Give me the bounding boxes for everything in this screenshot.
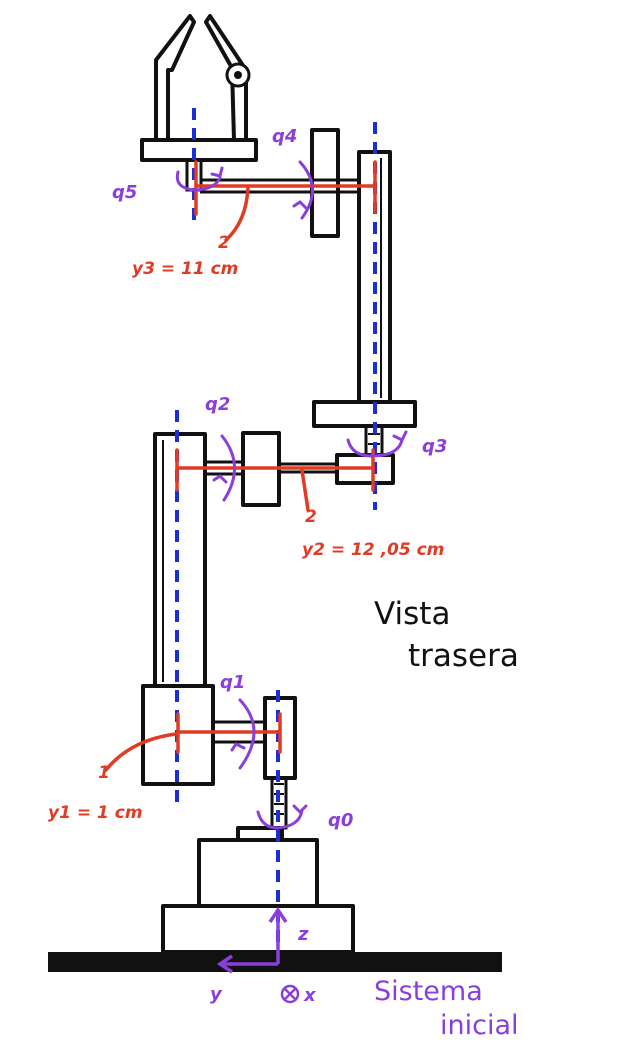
label-q2: q2 <box>205 394 230 415</box>
label-q1: q1 <box>220 672 245 693</box>
frame-x-into-page-icon <box>280 984 300 1004</box>
label-q5: q5 <box>112 182 137 203</box>
ground-bar <box>48 952 502 972</box>
frame-x-label: x <box>303 985 317 1006</box>
frame-z-arrowhead <box>268 906 288 923</box>
q1-rotation-arrow <box>230 698 256 770</box>
base-upper-block <box>197 838 319 908</box>
frame-y-label: y <box>210 984 223 1005</box>
q4-disc <box>310 128 340 238</box>
frame-z-label: z <box>297 924 309 945</box>
q3-rotation-arrow <box>346 430 408 458</box>
view-title-line2: trasera <box>408 638 519 674</box>
base-cap <box>236 826 284 842</box>
base-lower-block <box>161 904 355 954</box>
gripper-base-plate <box>140 138 258 162</box>
q3-offset-leader <box>224 186 250 242</box>
q1-offset-leader <box>104 732 178 772</box>
label-y2: y2 = 12 ,05 cm <box>302 540 444 560</box>
frame-title-line2: inicial <box>440 1010 519 1041</box>
q4-rotation-arrow <box>292 160 314 220</box>
q5-rotation-arrow <box>175 166 224 192</box>
q0-rotation-arrow <box>256 804 308 830</box>
q2-offset-leader <box>300 468 310 512</box>
label-d2: 2 <box>305 507 317 527</box>
lower-link <box>153 432 207 688</box>
label-d1: 1 <box>98 763 110 783</box>
q2-rotation-arrow <box>212 434 236 502</box>
upper-link-plate <box>312 400 417 428</box>
label-y3: y3 = 11 cm <box>132 259 238 279</box>
gripper-pivot-inner <box>234 71 242 79</box>
label-d3: 2 <box>218 233 230 253</box>
label-y1: y1 = 1 cm <box>48 803 143 823</box>
view-title-line1: Vista <box>374 596 450 632</box>
label-q3: q3 <box>422 436 447 457</box>
frame-y-arrowhead <box>216 954 233 974</box>
frame-title-line1: Sistema <box>374 976 483 1007</box>
label-q4: q4 <box>272 126 297 147</box>
label-q0: q0 <box>328 810 353 831</box>
gripper-left-finger <box>154 14 196 142</box>
q0-shaft-hatch <box>274 783 284 815</box>
